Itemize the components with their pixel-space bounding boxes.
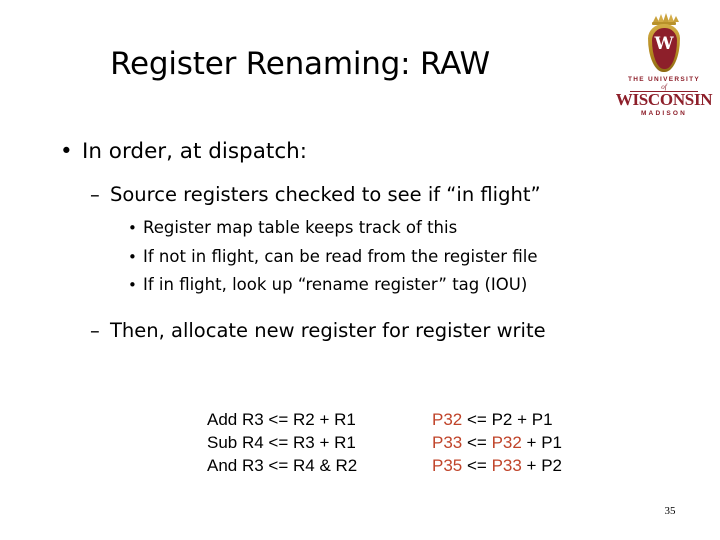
bullet-text: Register map table keeps track of this <box>143 218 458 237</box>
code-example-block: Add R3 <= R2 + R1 P32 <= P2 + P1 Sub R4 … <box>0 408 720 477</box>
bullet-item-level2: – Source registers checked to see if “in… <box>0 179 720 210</box>
bullet-item-level3: • If not in flight, can be read from the… <box>0 243 720 272</box>
code-row: And R3 <= R4 & R2 P35 <= P33 + P2 <box>0 454 720 477</box>
crest-letter: W <box>654 33 674 54</box>
code-arith-op: + <box>521 433 542 452</box>
bullet-item-level3: • Register map table keeps track of this <box>0 214 720 243</box>
bullet-text: Then, allocate new register for register… <box>110 318 546 342</box>
page-number: 35 <box>664 505 676 517</box>
code-renamed-instruction: P33 <= P32 + P1 <box>432 431 562 454</box>
code-src1-register: P33 <box>491 456 522 475</box>
code-assign-op: <= <box>462 410 492 429</box>
page-title: Register Renaming: RAW <box>110 46 490 82</box>
university-logo: W THE UNIVERSITY of WISCONSIN MADISON <box>614 13 714 117</box>
bullet-marker-icon: • <box>128 276 137 294</box>
code-src2-register: P1 <box>531 410 553 429</box>
code-row: Sub R4 <= R3 + R1 P33 <= P32 + P1 <box>0 431 720 454</box>
bullet-text: In order, at dispatch: <box>82 139 308 164</box>
bullet-item-level1: • In order, at dispatch: <box>0 135 720 169</box>
bullet-marker-icon: • <box>128 219 137 237</box>
crown-icon <box>652 13 679 25</box>
bullet-item-level2: – Then, allocate new register for regist… <box>0 315 720 346</box>
bullet-text: Source registers checked to see if “in f… <box>110 183 541 206</box>
shield-icon: W <box>648 24 680 72</box>
code-src1-register: P32 <box>491 433 522 452</box>
code-arith-op: + <box>512 410 532 429</box>
logo-divider <box>630 91 698 92</box>
code-src1-register: P2 <box>491 410 513 429</box>
code-row: Add R3 <= R2 + R1 P32 <= P2 + P1 <box>0 408 720 431</box>
code-renamed-instruction: P32 <= P2 + P1 <box>432 408 553 431</box>
code-renamed-instruction: P35 <= P33 + P2 <box>432 454 562 477</box>
bullet-list: • In order, at dispatch: – Source regist… <box>0 135 720 350</box>
logo-line-the-university: THE UNIVERSITY <box>627 76 700 83</box>
code-src2-register: P2 <box>541 456 562 475</box>
dash-marker-icon: – <box>90 183 100 206</box>
bullet-marker-icon: • <box>128 247 137 266</box>
logo-line-madison: MADISON <box>640 110 688 117</box>
code-assign-op: <= <box>462 456 492 475</box>
code-dest-register: P35 <box>432 456 463 475</box>
code-dest-register: P33 <box>432 433 463 452</box>
bullet-text: If not in flight, can be read from the r… <box>143 246 538 266</box>
logo-line-wisconsin: WISCONSIN <box>615 90 713 109</box>
code-architectural-instruction: Sub R4 <= R3 + R1 <box>207 433 356 452</box>
logo-line-of: of <box>661 83 667 91</box>
bullet-text: If in flight, look up “rename register” … <box>143 275 528 294</box>
crest-icon: W <box>644 13 684 76</box>
code-architectural-instruction: And R3 <= R4 & R2 <box>207 456 358 475</box>
code-architectural-instruction: Add R3 <= R2 + R1 <box>207 410 356 429</box>
code-assign-op: <= <box>462 433 492 452</box>
code-dest-register: P32 <box>432 410 463 429</box>
dash-marker-icon: – <box>90 318 100 342</box>
code-src2-register: P1 <box>541 433 562 452</box>
code-arith-op: + <box>521 456 542 475</box>
bullet-item-level3: • If in flight, look up “rename register… <box>0 271 720 300</box>
bullet-marker-icon: • <box>60 139 73 164</box>
